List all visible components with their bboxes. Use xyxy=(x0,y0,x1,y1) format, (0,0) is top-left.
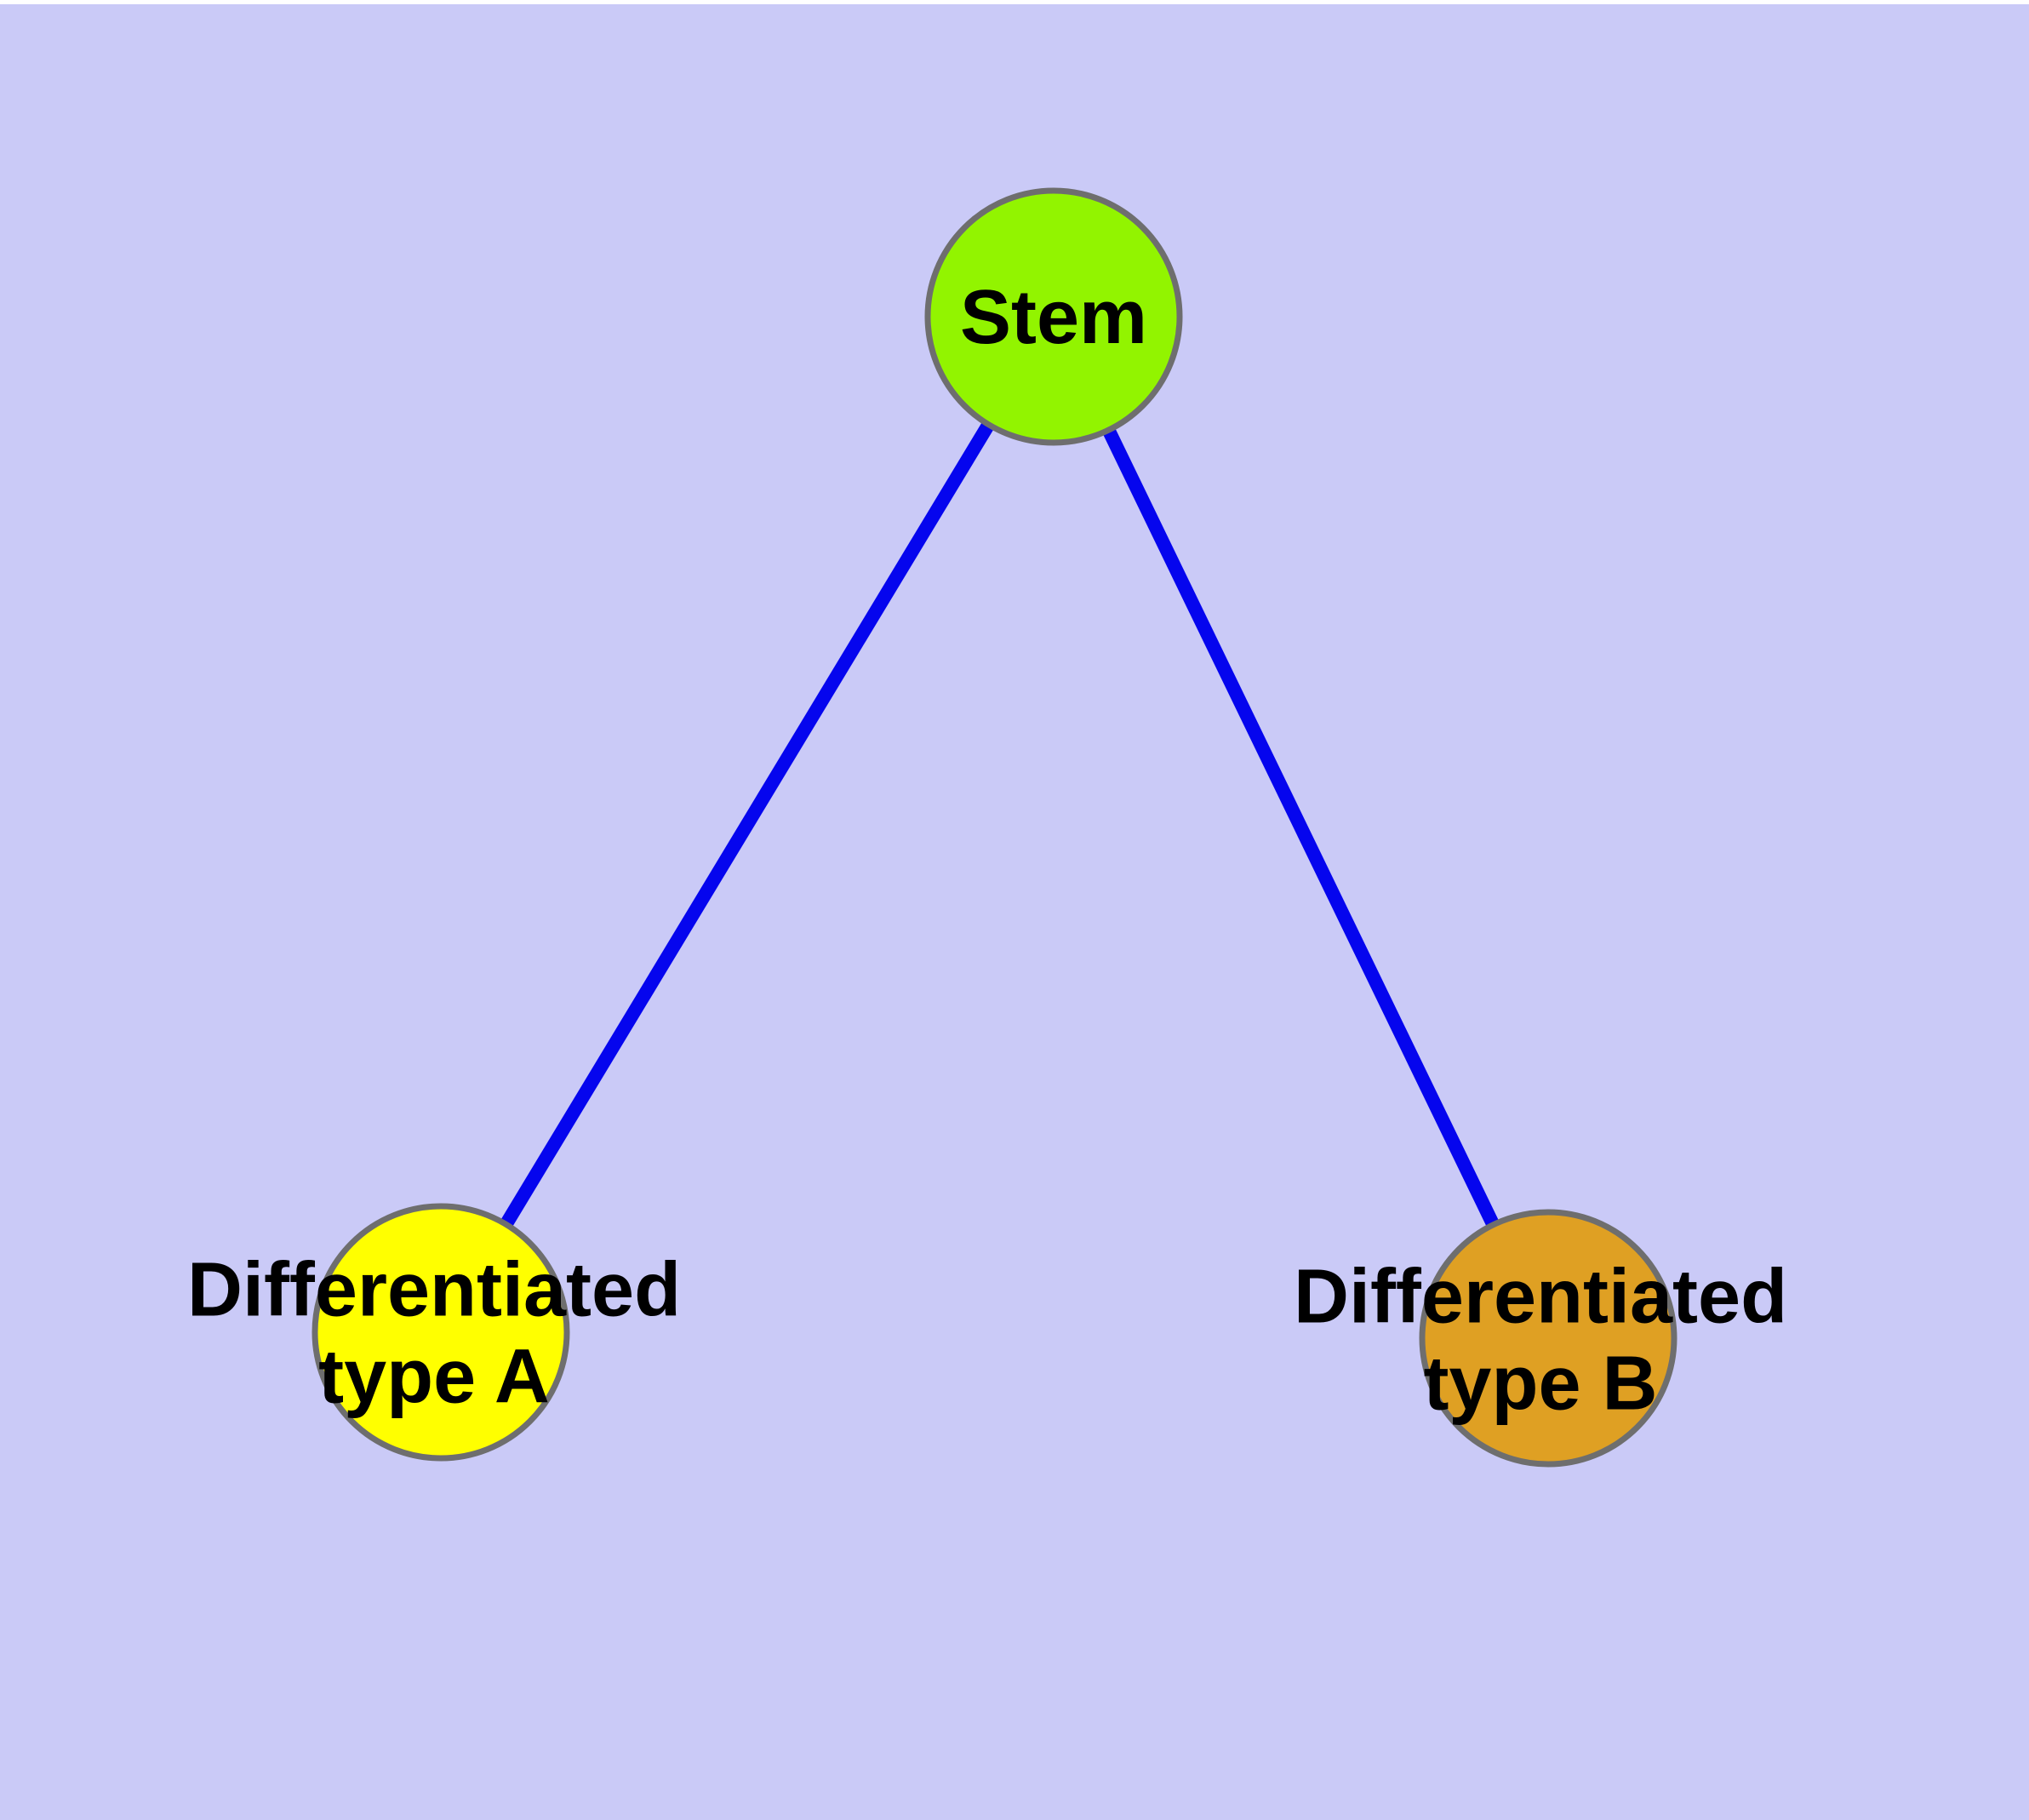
node-type-a-circle xyxy=(311,1203,570,1462)
node-type-b-circle xyxy=(1419,1209,1677,1468)
edge-stem-to-type-b xyxy=(1047,313,1555,1342)
node-stem-label: Stem xyxy=(959,275,1148,361)
node-type-b-label: Differentiated type B xyxy=(1293,1254,1788,1426)
edge-stem-to-type-a xyxy=(435,312,1060,1336)
node-stem-circle xyxy=(924,187,1183,446)
page-top-margin xyxy=(0,0,2029,4)
node-type-a-label: Differentiated type A xyxy=(186,1247,682,1419)
